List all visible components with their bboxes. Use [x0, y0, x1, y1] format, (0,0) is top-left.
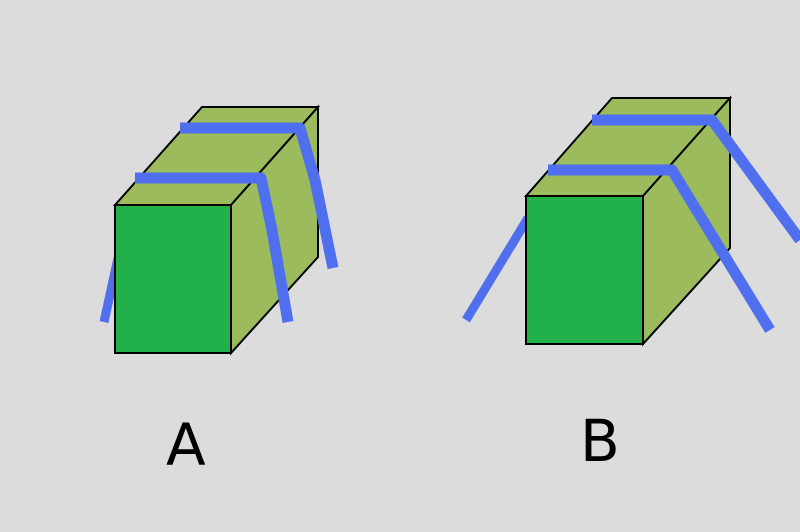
- box-a-front-face: [114, 204, 232, 354]
- figure-a: [99, 104, 339, 356]
- strap-a-back: [180, 122, 339, 270]
- strap-b-front: [548, 164, 775, 333]
- figure-label-a: A: [166, 411, 206, 479]
- strap-b-back: [592, 114, 800, 244]
- figure-b: [462, 95, 800, 347]
- strap-a-front: [135, 172, 294, 323]
- figure-label-b: B: [580, 407, 620, 475]
- strap-b-left-end: [462, 215, 532, 323]
- box-b-front-face: [525, 195, 644, 345]
